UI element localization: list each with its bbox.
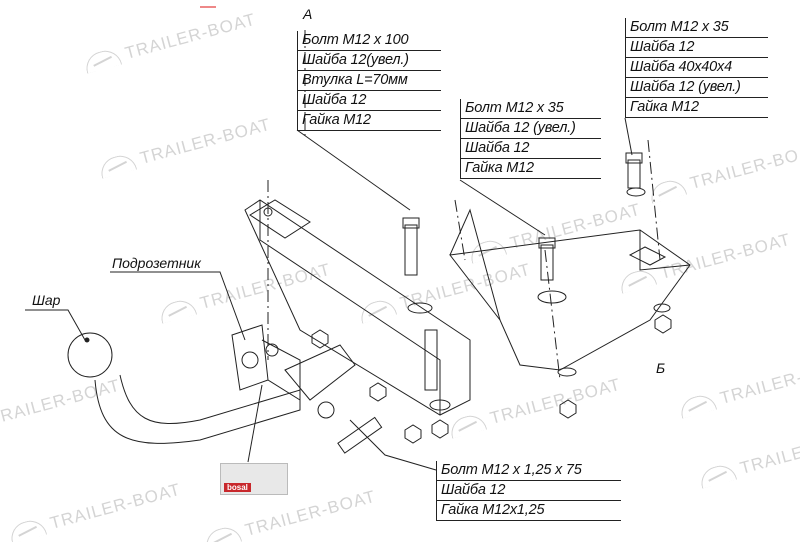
- part-row: Болт М12 х 100: [298, 31, 441, 51]
- washer: [557, 367, 577, 377]
- parts-list-b: Болт М12 х 35 Шайба 12 (увел.) Шайба 12 …: [460, 99, 601, 179]
- square-washer: [628, 246, 667, 266]
- nut: [369, 382, 387, 402]
- nut: [559, 399, 577, 419]
- leader-line-c: [624, 117, 633, 156]
- leader-line-a: [296, 129, 411, 211]
- axis-line: [267, 30, 306, 360]
- part-row: Втулка L=70мм: [298, 71, 441, 91]
- mount-bracket: [284, 344, 356, 401]
- nut: [654, 314, 672, 334]
- identification-plate: bosal: [220, 463, 288, 495]
- washer: [407, 302, 433, 314]
- part-row: Шайба 12: [298, 91, 441, 111]
- part-row: Шайба 12(увел.): [298, 51, 441, 71]
- part-row: Болт М12 х 1,25 х 75: [437, 461, 621, 481]
- section-b-label: Б: [656, 360, 666, 376]
- leader-line-b: [459, 179, 546, 236]
- socket-hole: [241, 351, 259, 369]
- bolt-vertical: [402, 217, 420, 276]
- part-row: Болт М12 х 35: [626, 18, 768, 38]
- washer: [429, 399, 451, 411]
- side-bracket-edge: [639, 230, 691, 271]
- section-a-label: А: [303, 6, 313, 22]
- nut: [311, 329, 329, 349]
- part-row: Шайба 12 (увел.): [461, 119, 601, 139]
- axis-line: [454, 139, 661, 381]
- leader-line-ball: [25, 309, 86, 341]
- ball-dot: [84, 337, 90, 343]
- part-row: Гайка М12: [626, 98, 768, 118]
- parts-list-d: Болт М12 х 1,25 х 75 Шайба 12 Гайка М12х…: [436, 461, 621, 521]
- bolt-angled: [337, 416, 383, 454]
- leader-line-socket: [110, 271, 246, 341]
- bolt-vertical: [538, 237, 556, 281]
- washer: [537, 290, 567, 304]
- part-row: Шайба 12 (увел.): [626, 78, 768, 98]
- crossbar-edge: [259, 200, 441, 415]
- leader-line-d: [349, 419, 437, 471]
- washer: [653, 303, 671, 313]
- bolt-vertical: [625, 152, 643, 189]
- part-row: Гайка М12: [298, 111, 441, 131]
- plate-brand-logo: bosal: [224, 483, 251, 492]
- socket-bracket: [231, 324, 269, 391]
- part-row: Шайба 12: [626, 38, 768, 58]
- bolt-vertical: [424, 329, 438, 391]
- red-mark: [200, 6, 216, 8]
- socket-bracket-label: Подрозетник: [112, 255, 201, 271]
- parts-list-a: Болт М12 х 100 Шайба 12(увел.) Втулка L=…: [297, 31, 441, 131]
- tow-arm: [94, 374, 301, 444]
- tow-ball: [67, 332, 113, 378]
- nut: [431, 419, 449, 439]
- mount-plate: [261, 339, 301, 401]
- nut-round: [265, 343, 279, 357]
- washer: [317, 401, 335, 419]
- parts-list-c: Болт М12 х 35 Шайба 12 Шайба 40х40х4 Шай…: [625, 18, 768, 118]
- crossbar: [244, 199, 471, 416]
- part-row: Гайка М12х1,25: [437, 501, 621, 521]
- washer: [626, 187, 646, 197]
- part-row: Гайка М12: [461, 159, 601, 179]
- side-bracket: [449, 229, 691, 371]
- part-row: Шайба 40х40х4: [626, 58, 768, 78]
- bolt-hole: [263, 207, 273, 217]
- part-row: Болт М12 х 35: [461, 99, 601, 119]
- nut: [404, 424, 422, 444]
- side-bracket-edge: [449, 208, 501, 321]
- part-row: Шайба 12: [461, 139, 601, 159]
- ball-label: Шар: [32, 292, 61, 308]
- part-row: Шайба 12: [437, 481, 621, 501]
- crossbar-end-plate: [249, 199, 311, 239]
